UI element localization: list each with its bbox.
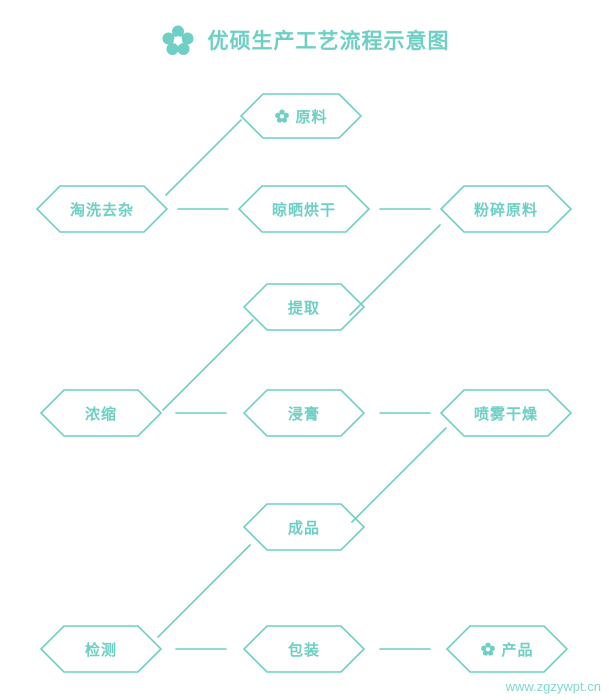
hexagon-outline [243, 625, 365, 673]
flow-node-n6[interactable]: 浓缩 [40, 389, 162, 437]
connector-n5-n6 [162, 319, 254, 411]
node-label: 喷雾干燥 [473, 405, 538, 423]
flow-node-n10[interactable]: 检测 [40, 625, 162, 673]
flower-icon [275, 109, 290, 123]
flower-icon [481, 642, 496, 656]
connector-n9-n10 [157, 544, 251, 638]
flow-node-n5[interactable]: 提取 [243, 283, 365, 331]
node-content: 检测 [85, 639, 117, 660]
hexagon-outline [36, 185, 168, 233]
node-content: 原料 [274, 106, 327, 127]
hexagon-outline [40, 389, 162, 437]
flower-logo-icon [162, 25, 193, 55]
node-label: 晾晒烘干 [271, 201, 336, 219]
flow-node-n8[interactable]: 喷雾干燥 [440, 389, 572, 437]
hexagon-outline [243, 503, 365, 551]
hexagon-outline [240, 93, 362, 139]
hexagon-outline [446, 625, 568, 673]
node-label: 提取 [287, 299, 320, 317]
flow-node-n7[interactable]: 浸膏 [243, 389, 365, 437]
connector-n8-n9 [351, 427, 447, 523]
node-label: 淘洗去杂 [69, 201, 134, 219]
node-label: 包装 [287, 641, 320, 659]
node-content: 淘洗去杂 [70, 199, 134, 220]
node-content: 成品 [288, 517, 320, 538]
node-content: 浸膏 [288, 403, 320, 424]
flow-node-n11[interactable]: 包装 [243, 625, 365, 673]
flow-node-n2[interactable]: 淘洗去杂 [36, 185, 168, 233]
node-label: 浸膏 [287, 405, 320, 423]
node-label: 粉碎原料 [473, 201, 538, 219]
node-label: 浓缩 [84, 405, 117, 423]
hexagon-outline [440, 185, 572, 233]
flow-node-n9[interactable]: 成品 [243, 503, 365, 551]
node-content: 浓缩 [85, 403, 117, 424]
flow-node-n1[interactable]: 原料 [240, 93, 362, 139]
hexagon-outline [440, 389, 572, 437]
flow-node-n3[interactable]: 晾晒烘干 [238, 185, 370, 233]
node-label: 成品 [287, 519, 320, 537]
flow-node-n12[interactable]: 产品 [446, 625, 568, 673]
hexagon-outline [40, 625, 162, 673]
watermark: www.zgzywpt.cn [505, 679, 601, 694]
node-content: 提取 [288, 297, 320, 318]
node-content: 包装 [288, 639, 320, 660]
hexagon-outline [238, 185, 370, 233]
node-content: 产品 [480, 639, 533, 660]
node-label: 检测 [84, 641, 117, 659]
diagram-header: 优硕生产工艺流程示意图 [0, 12, 609, 68]
hexagon-outline [243, 283, 365, 331]
node-content: 喷雾干燥 [474, 403, 538, 424]
page-title: 优硕生产工艺流程示意图 [207, 30, 450, 53]
node-label: 原料 [295, 108, 328, 126]
node-content: 粉碎原料 [474, 199, 538, 220]
flow-node-n4[interactable]: 粉碎原料 [440, 185, 572, 233]
node-label: 产品 [501, 641, 534, 659]
connector-n1-n2 [165, 119, 242, 196]
hexagon-outline [243, 389, 365, 437]
node-content: 晾晒烘干 [272, 199, 336, 220]
